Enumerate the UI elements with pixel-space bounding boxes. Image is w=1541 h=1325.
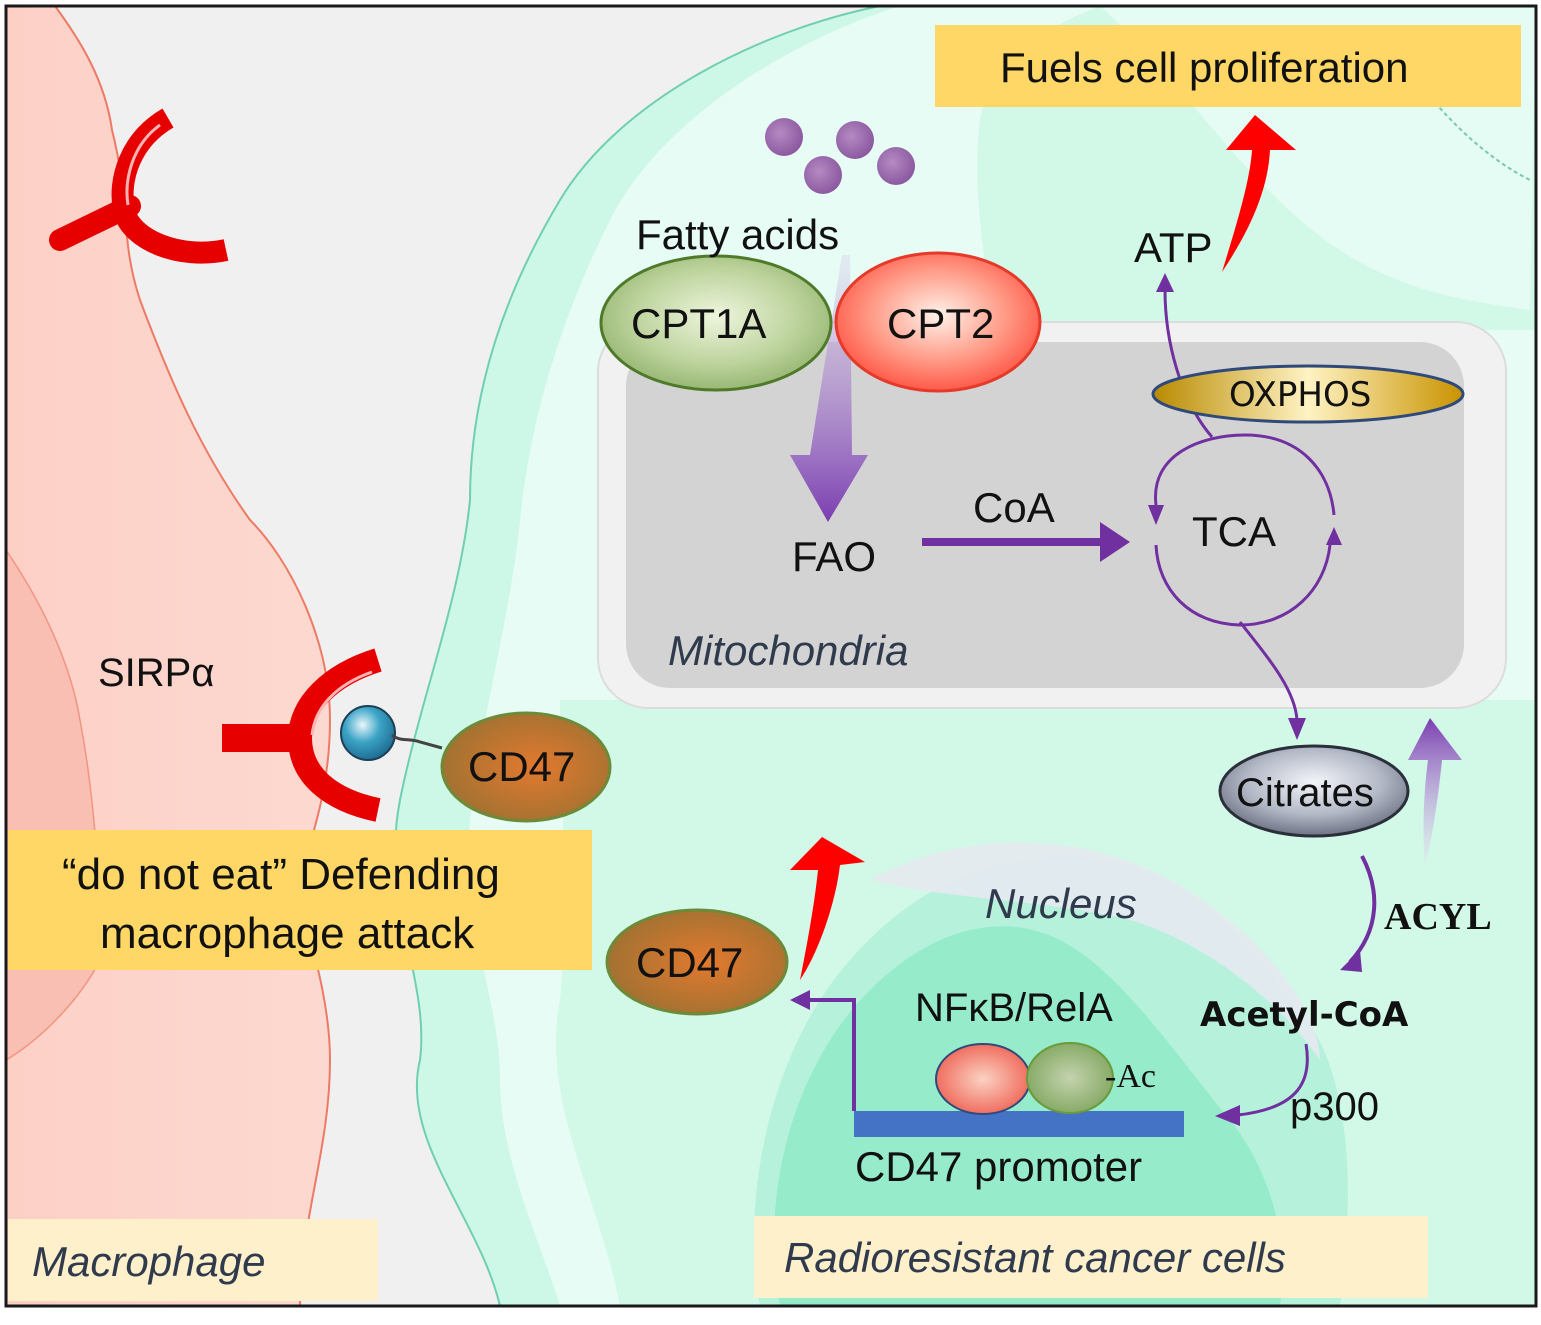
tca-to-atp-line [1163, 289, 1214, 438]
sirpa-receptor-bound [222, 648, 382, 822]
cd47-membrane-protein [440, 711, 612, 823]
tca-to-citrate-line [1238, 621, 1299, 721]
cd47-linker [391, 733, 443, 750]
acetyl-coa-label: Acetyl-CoA [1200, 995, 1409, 1035]
proliferation-callout [935, 25, 1521, 107]
atp-arrowhead [1156, 273, 1174, 292]
citrate-arrowhead [1288, 718, 1306, 740]
nfkb-p50-subunit [935, 1043, 1031, 1115]
cd47-cytoplasmic-protein [605, 908, 789, 1016]
cpt1a-label: CPT1A [631, 300, 767, 347]
coa-label: CoA [973, 484, 1055, 531]
cpt2-label: CPT2 [887, 300, 995, 347]
acetylcoa-arrowhead [1340, 950, 1362, 972]
fatty-acids-label: Fatty acids [636, 211, 840, 258]
nucleus-envelope-highlight [870, 842, 1320, 1060]
do-not-eat-line2: macrophage attack [100, 909, 475, 958]
oxphos-complex [1151, 364, 1465, 424]
acyl-label: ACYL [1384, 896, 1492, 938]
cd47-cytoplasmic-label: CD47 [636, 939, 744, 986]
mitochondria-label: Mitochondria [668, 627, 909, 674]
rela-subunit [1026, 1042, 1114, 1114]
cancer-cell-label-box [754, 1216, 1428, 1298]
fao-label: FAO [792, 533, 877, 580]
p300-arrowhead [1215, 1105, 1240, 1126]
cpt2-enzyme [834, 251, 1042, 393]
transcription-arrowhead [790, 990, 810, 1010]
acetylation-label: -Ac [1105, 1058, 1156, 1095]
tca-arrowhead-left [1148, 505, 1164, 525]
citrate-to-acetylcoa-line [1348, 855, 1377, 964]
proliferation-callout-text: Fuels cell proliferation [1000, 44, 1409, 91]
figure-frame [4, 4, 1538, 1308]
cd47-promoter-label: CD47 promoter [855, 1143, 1143, 1190]
citrates-node [1218, 744, 1410, 838]
transcription-arrow [808, 998, 856, 1111]
do-not-eat-callout [8, 830, 592, 970]
sirpa-label: SIRPα [98, 651, 215, 695]
macrophage-label: Macrophage [32, 1238, 266, 1285]
macrophage-label-box [8, 1219, 378, 1301]
cancer-cell-label: Radioresistant cancer cells [784, 1234, 1286, 1281]
do-not-eat-line1: “do not eat” Defending [62, 850, 500, 899]
cd47-promoter-bar [854, 1111, 1184, 1137]
acetylcoa-to-p300-line [1237, 1043, 1309, 1117]
cd47-membrane-label: CD47 [468, 743, 576, 790]
proliferation-arrow [1222, 115, 1296, 272]
sirpa-receptor-unbound [49, 108, 229, 264]
citrates-label: Citrates [1236, 771, 1374, 815]
tca-arrowhead-right [1326, 527, 1342, 545]
atp-label: ATP [1134, 224, 1213, 271]
nucleus-label: Nucleus [985, 880, 1137, 927]
fatty-acid-molecules [765, 118, 915, 194]
oxphos-label: OXPHOS [1229, 375, 1372, 415]
p300-label: p300 [1290, 1085, 1379, 1129]
fao-to-tca-arrowhead [1100, 522, 1130, 562]
nfkb-rela-label: NFκB/RelA [915, 986, 1113, 1030]
tca-cycle [1154, 433, 1336, 627]
cd47-ligand-domain [340, 705, 396, 761]
cpt1a-enzyme [599, 254, 833, 392]
acyl-feedback-arrow [1408, 718, 1462, 865]
membrane-edge [1379, 29, 1531, 181]
cd47-upregulation-arrow [790, 837, 865, 980]
tca-label: TCA [1192, 508, 1276, 555]
